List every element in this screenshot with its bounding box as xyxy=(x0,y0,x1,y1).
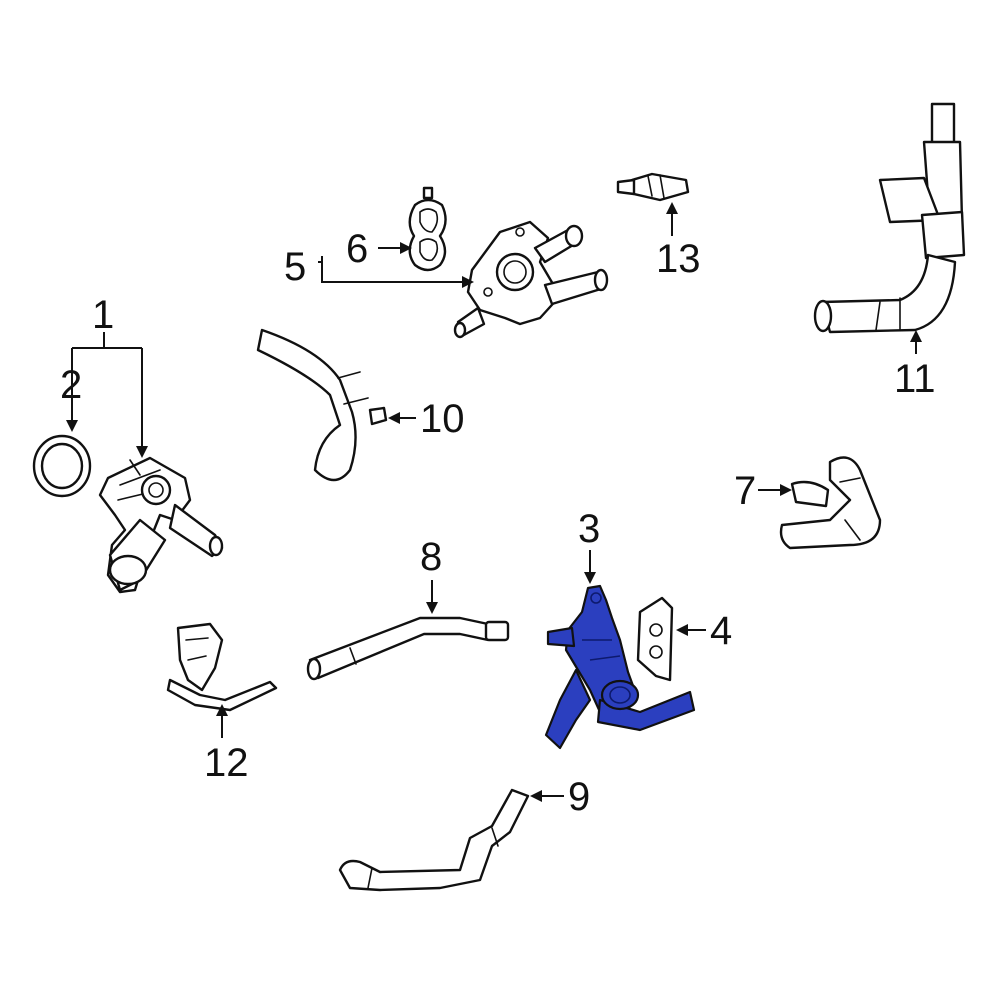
part-5-thermostat-housing xyxy=(453,220,609,339)
part-2-o-ring xyxy=(32,434,92,498)
callout-9: 9 xyxy=(568,775,590,819)
callout-8: 8 xyxy=(420,535,442,579)
callout-labels: 1 2 3 4 5 6 7 8 9 10 11 12 13 xyxy=(60,227,936,819)
part-10-hose xyxy=(256,328,388,482)
part-6-gasket xyxy=(408,186,447,272)
callout-2: 2 xyxy=(60,363,82,407)
callout-5: 5 xyxy=(284,245,306,289)
callout-12: 12 xyxy=(204,741,249,785)
callout-10: 10 xyxy=(420,397,465,441)
part-13-temp-sensor xyxy=(616,172,690,202)
part-7-hose xyxy=(779,456,882,550)
part-1-outlet-housing xyxy=(98,456,224,594)
part-12-bracket xyxy=(166,622,278,712)
callout-13: 13 xyxy=(656,237,701,281)
part-3-coolant-housing-highlighted xyxy=(544,584,696,750)
part-11-pipe-assembly xyxy=(813,102,966,334)
leader-lines xyxy=(66,202,922,802)
callout-7: 7 xyxy=(734,469,756,513)
callout-11: 11 xyxy=(894,357,936,401)
callout-4: 4 xyxy=(710,609,732,653)
callout-1: 1 xyxy=(92,293,114,337)
part-4-gasket xyxy=(636,596,674,682)
callout-3: 3 xyxy=(578,507,600,551)
callout-6: 6 xyxy=(346,227,368,271)
part-9-pipe xyxy=(338,788,530,892)
part-8-pipe xyxy=(306,616,510,681)
